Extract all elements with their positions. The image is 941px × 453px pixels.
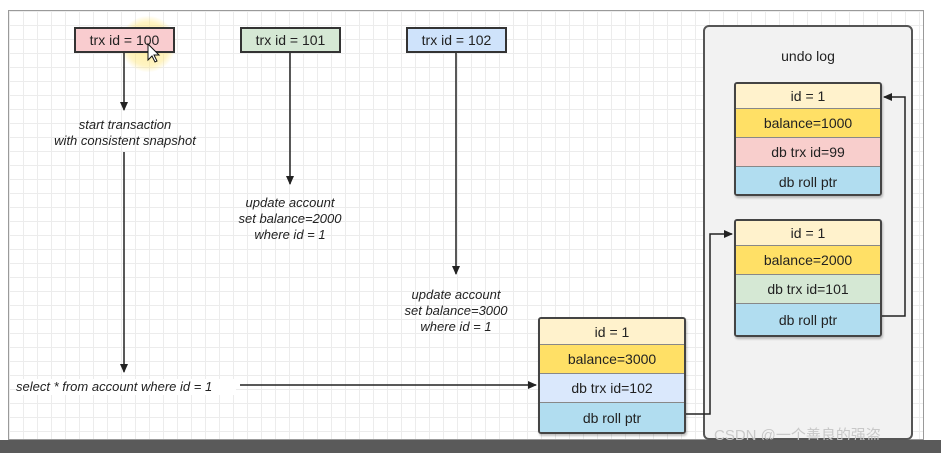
note-line: set balance=3000 [404, 303, 508, 318]
bottom-status-bar [0, 440, 941, 453]
csdn-watermark: CSDN @一个善良的强盗 [714, 427, 881, 444]
record-trx-cell: db trx id=101 [736, 275, 880, 304]
update-3000-note: update account set balance=3000 where id… [386, 287, 526, 335]
note-line: where id = 1 [254, 227, 326, 242]
record-id-cell: id = 1 [736, 84, 880, 109]
start-transaction-note: start transaction with consistent snapsh… [40, 117, 210, 149]
current-record[interactable]: id = 1 balance=3000 db trx id=102 db rol… [538, 317, 686, 434]
record-balance-cell: balance=1000 [736, 109, 880, 138]
trx-102-box[interactable]: trx id = 102 [406, 27, 507, 53]
record-balance-cell: balance=3000 [540, 345, 684, 374]
record-roll-ptr-cell: db roll ptr [736, 304, 880, 335]
note-line: set balance=2000 [238, 211, 342, 226]
record-roll-ptr-cell: db roll ptr [736, 167, 880, 194]
update-2000-note: update account set balance=2000 where id… [220, 195, 360, 243]
record-id-cell: id = 1 [736, 221, 880, 246]
undo-record-1000[interactable]: id = 1 balance=1000 db trx id=99 db roll… [734, 82, 882, 196]
trx-100-box[interactable]: trx id = 100 [74, 27, 175, 53]
note-line: update account [411, 287, 501, 302]
select-query-note: select * from account where id = 1 [16, 379, 236, 395]
record-balance-cell: balance=2000 [736, 246, 880, 275]
record-id-cell: id = 1 [540, 319, 684, 345]
undo-record-2000[interactable]: id = 1 balance=2000 db trx id=101 db rol… [734, 219, 882, 337]
record-trx-cell: db trx id=99 [736, 138, 880, 167]
undo-log-title: undo log [781, 48, 835, 64]
note-line: with consistent snapshot [54, 133, 196, 148]
note-line: where id = 1 [420, 319, 492, 334]
note-line: start transaction [78, 117, 172, 132]
trx-101-box[interactable]: trx id = 101 [240, 27, 341, 53]
record-trx-cell: db trx id=102 [540, 374, 684, 403]
record-roll-ptr-cell: db roll ptr [540, 403, 684, 432]
note-line: update account [245, 195, 335, 210]
